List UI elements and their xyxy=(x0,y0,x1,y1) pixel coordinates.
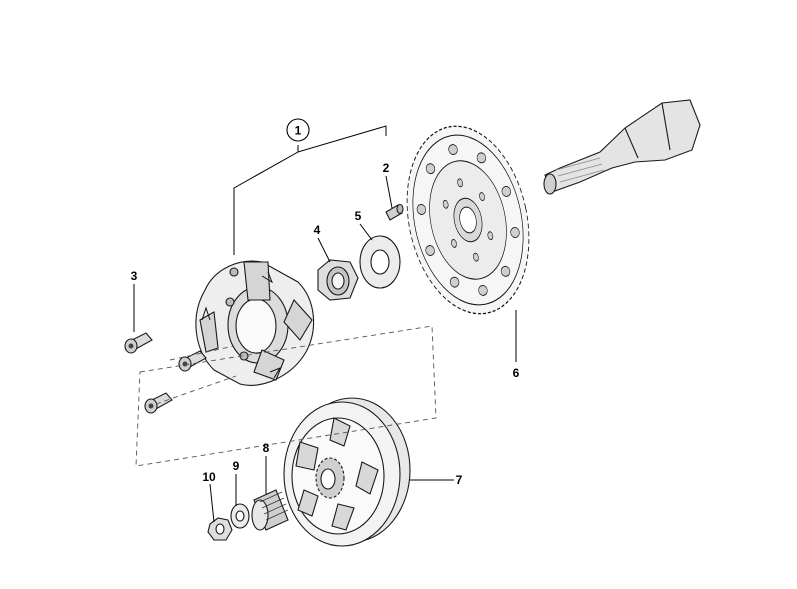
callout-10-label: 10 xyxy=(202,470,216,484)
callout-3-label: 3 xyxy=(131,269,138,283)
washer[interactable] xyxy=(359,235,401,289)
callout-1-label: 1 xyxy=(295,124,302,138)
assembly-outline xyxy=(135,325,437,467)
clutch-carrier[interactable] xyxy=(195,260,315,386)
needle-bearing[interactable] xyxy=(251,489,289,531)
callout-6-label: 6 xyxy=(513,366,520,380)
ring-gear[interactable] xyxy=(391,115,546,325)
small-washer[interactable] xyxy=(230,503,250,529)
callout-8-label: 8 xyxy=(263,441,270,455)
hex-nut[interactable] xyxy=(317,259,359,301)
callout-7-label: 7 xyxy=(456,473,463,487)
socket-bolt[interactable] xyxy=(178,350,207,372)
callout-1: 1 xyxy=(286,118,310,142)
clutch-bell[interactable] xyxy=(283,397,411,547)
callout-5-label: 5 xyxy=(355,209,362,223)
leader-lines xyxy=(133,125,517,523)
socket-bolt[interactable] xyxy=(124,332,153,354)
callout-2-label: 2 xyxy=(383,161,390,175)
small-hex-nut[interactable] xyxy=(207,517,233,541)
dowel-pin[interactable] xyxy=(385,203,404,221)
callout-4-label: 4 xyxy=(314,223,321,237)
output-shaft[interactable] xyxy=(543,99,701,195)
socket-bolt[interactable] xyxy=(144,392,173,414)
callout-9-label: 9 xyxy=(233,459,240,473)
